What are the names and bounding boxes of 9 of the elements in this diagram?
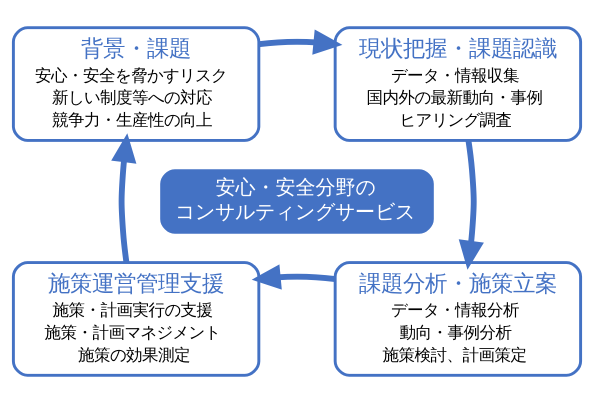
node-box: 現状把握・課題認識 データ・情報収集 国内外の最新動向・事例 ヒアリング調査 <box>334 26 582 142</box>
arrow <box>458 140 484 270</box>
node-box: 背景・課題 安心・安全を脅かすリスク 新しい制度等への対応 競争力・生産性の向上 <box>12 26 260 142</box>
arrow <box>252 264 336 290</box>
node-box: 施策運営管理支援 施策・計画実行の支援 施策・計画マネジメント 施策の効果測定 <box>12 260 260 376</box>
arrow <box>258 28 342 54</box>
arrow <box>111 132 136 262</box>
node-box: 課題分析・施策立案 データ・情報分析 動向・事例分析 施策検討、計画策定 <box>334 260 582 376</box>
node-box: 安心・安全分野のコンサルティングサービス <box>160 168 434 234</box>
